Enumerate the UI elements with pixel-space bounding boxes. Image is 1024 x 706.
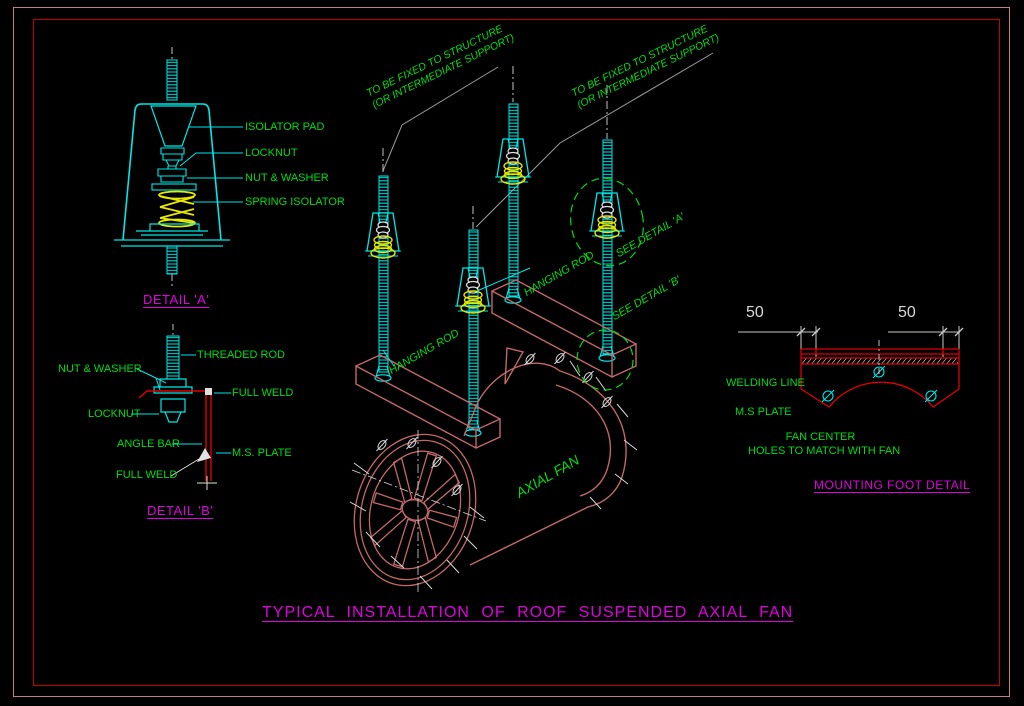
isolator-pad-shape xyxy=(150,105,197,147)
rod-nut-shapes xyxy=(153,378,193,423)
label-full-weld-bottom: FULL WELD xyxy=(116,469,178,481)
spring-shape xyxy=(158,190,196,228)
nut-stack-shape xyxy=(157,147,187,183)
label-angle-bar: ANGLE BAR xyxy=(117,438,180,450)
hanging-rod-3 xyxy=(508,103,519,297)
dim-50-left: 50 xyxy=(746,304,764,321)
label-locknut-a: LOCKNUT xyxy=(245,147,298,159)
weld-mark-top xyxy=(205,388,212,395)
bolt-holes xyxy=(821,365,938,403)
note-leader-lines xyxy=(382,52,714,228)
fan-center-note: FAN CENTER HOLES TO MATCH WITH FAN xyxy=(748,430,901,458)
foot-plate-shape xyxy=(800,348,960,408)
angle-bar-plate-shape xyxy=(138,390,212,481)
detail-highlight-circles xyxy=(570,177,644,391)
mounting-foot-title: MOUNTING FOOT DETAIL xyxy=(814,478,971,492)
label-welding-line: WELDING LINE xyxy=(726,377,805,389)
label-ms-plate-b: M.S. PLATE xyxy=(232,447,292,459)
label-locknut-b: LOCKNUT xyxy=(88,408,141,420)
hanging-rod-4 xyxy=(602,139,613,355)
wheel-centerlines xyxy=(351,430,487,592)
detail-a-leaders xyxy=(179,126,243,203)
hanging-rod-1 xyxy=(378,175,389,373)
drawing-title: TYPICAL INSTALLATION OF ROOF SUSPENDED A… xyxy=(262,604,794,621)
weld-mark-bottom xyxy=(197,448,211,462)
label-full-weld-top: FULL WELD xyxy=(232,387,294,399)
detail-b-title: DETAIL 'B' xyxy=(147,503,214,518)
base-plate-shape xyxy=(136,223,208,236)
label-isolator-pad: ISOLATOR PAD xyxy=(245,121,325,133)
fan-wheel xyxy=(353,433,477,587)
label-spring-isolator: SPRING ISOLATOR xyxy=(245,196,345,208)
hanging-rod-leaders xyxy=(382,267,531,367)
weld-hatch-band xyxy=(802,358,958,364)
label-ms-plate-m: M.S PLATE xyxy=(735,406,792,418)
detail-a-title: DETAIL 'A' xyxy=(143,292,210,307)
detail-a-drawing xyxy=(114,47,243,288)
label-holes-match: HOLES TO MATCH WITH FAN xyxy=(748,445,901,457)
fan-casing xyxy=(463,362,627,566)
label-nut-washer-b: NUT & WASHER xyxy=(58,363,142,375)
isometric-drawing xyxy=(349,52,714,592)
mounting-bars xyxy=(354,279,638,450)
centerline-cross xyxy=(197,476,217,490)
detail-b-drawing xyxy=(131,324,231,490)
isolator-housing xyxy=(122,103,222,241)
dim-50-right: 50 xyxy=(898,304,916,321)
label-nut-washer-a: NUT & WASHER xyxy=(245,172,329,184)
label-threaded-rod: THREADED ROD xyxy=(197,349,286,361)
dimension-ticks xyxy=(796,327,964,337)
hatch-ticks xyxy=(349,360,638,590)
detail-b-leaders xyxy=(131,354,231,454)
mounting-foot-drawing xyxy=(738,326,964,408)
dimension-lines xyxy=(738,326,960,357)
label-fan-center: FAN CENTER xyxy=(785,431,856,443)
hanging-rod-2 xyxy=(468,229,479,430)
